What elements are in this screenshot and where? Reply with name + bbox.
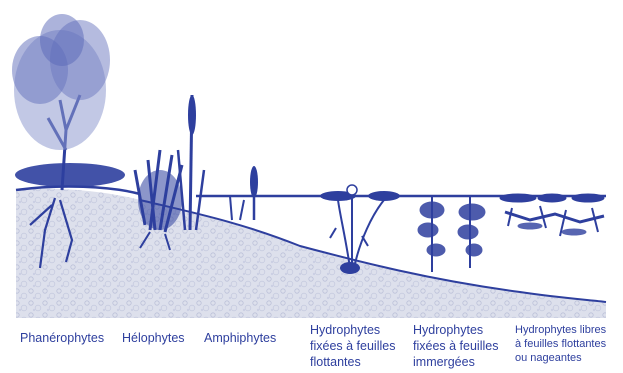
label-amphiphytes: Amphiphytes	[204, 330, 276, 346]
label-hydrophytes-fixed-submerged: Hydrophytes fixées à feuilles immergées	[413, 322, 498, 370]
label-line: Hydrophytes libres	[515, 323, 606, 337]
label-line: Hydrophytes	[413, 322, 498, 338]
label-line: immergées	[413, 354, 498, 370]
label-line: fixées à feuilles	[310, 338, 395, 354]
label-phanerophytes: Phanérophytes	[20, 330, 104, 346]
label-line: fixées à feuilles	[413, 338, 498, 354]
label-hydrophytes-fixed-floating: Hydrophytes fixées à feuilles flottantes	[310, 322, 395, 370]
label-helophytes: Hélophytes	[122, 330, 185, 346]
label-hydrophytes-free: Hydrophytes libres à feuilles flottantes…	[515, 323, 606, 365]
label-line: à feuilles flottantes	[515, 337, 606, 351]
label-line: ou nageantes	[515, 351, 606, 365]
label-line: Hydrophytes	[310, 322, 395, 338]
label-line: flottantes	[310, 354, 395, 370]
